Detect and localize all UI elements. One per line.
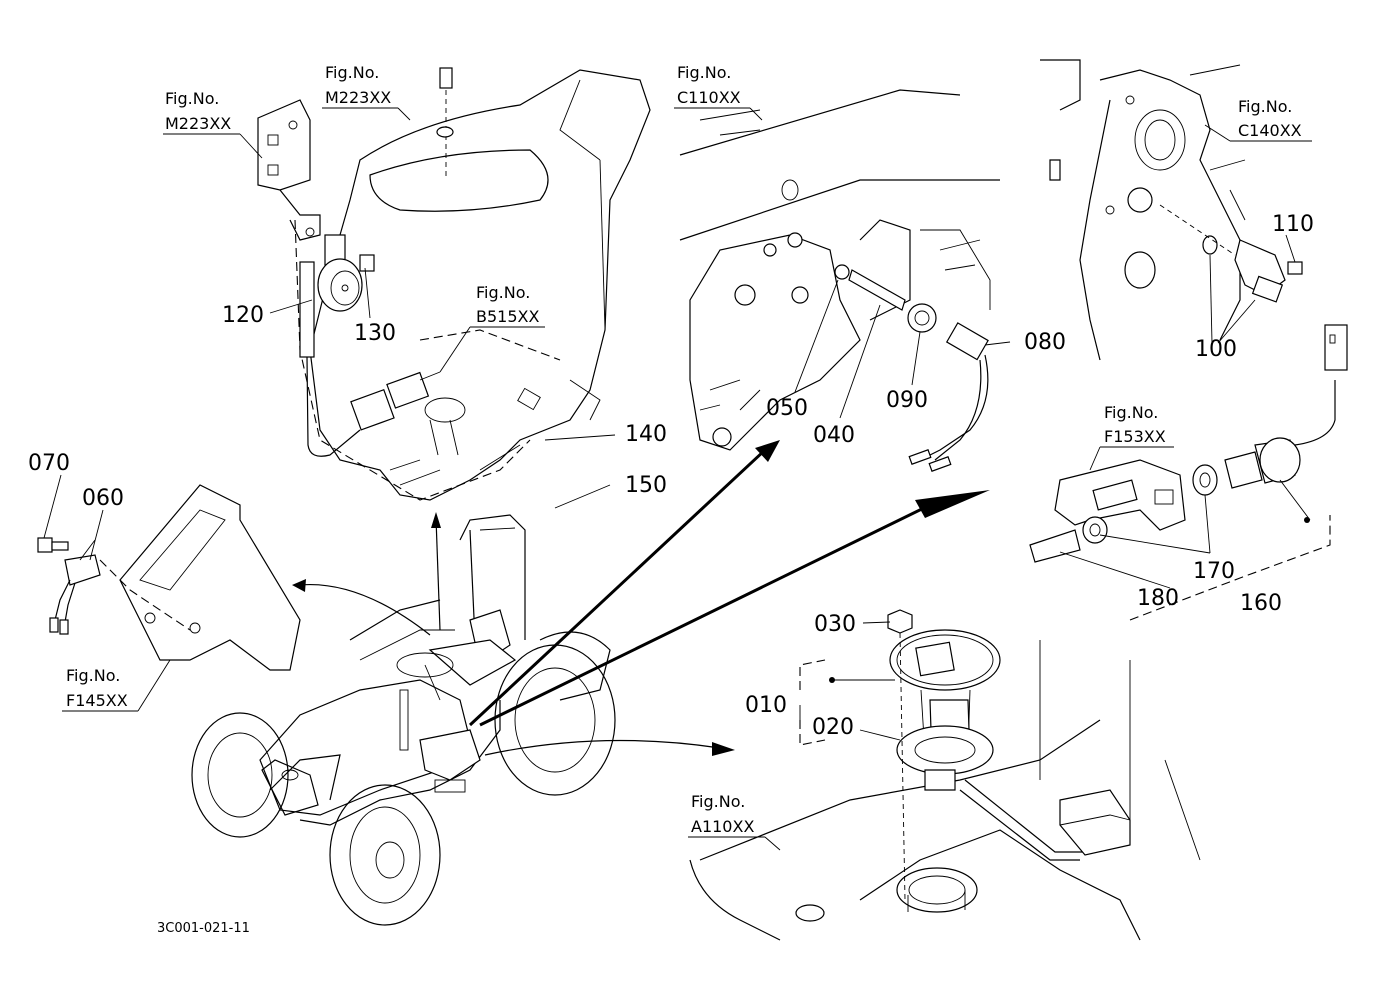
svg-text:F153XX: F153XX [1104, 427, 1166, 446]
svg-text:M223XX: M223XX [325, 88, 391, 107]
part-number-160: 160 [1240, 591, 1282, 616]
fig-ref-c140xx: Fig.No. C140XX [1204, 97, 1312, 142]
part-number-100: 100 [1195, 337, 1237, 362]
mounting-bracket-illustration [257, 99, 321, 241]
fig-ref-m223xx-left: Fig.No. M223XX [163, 89, 263, 159]
part-number-040: 040 [813, 423, 855, 448]
svg-text:C110XX: C110XX [677, 88, 741, 107]
svg-text:Fig.No.: Fig.No. [1238, 97, 1292, 116]
fig-ref-m223xx-top: Fig.No. M223XX [322, 63, 411, 121]
svg-text:F145XX: F145XX [66, 691, 128, 710]
part-number-140: 140 [625, 422, 667, 447]
stop-solenoid-illustration [1029, 324, 1348, 563]
oil-pressure-switch-illustration [834, 264, 989, 472]
fig-ref-b515xx: Fig.No. B515XX [439, 283, 545, 373]
part-number-060: 060 [82, 486, 124, 511]
fuel-sender-120-illustration [299, 234, 441, 457]
seat-switch-illustration [37, 484, 301, 671]
part-number-050: 050 [766, 396, 808, 421]
engine-block-illustration [679, 89, 1000, 451]
fig-ref-a110xx: Fig.No. A110XX [688, 792, 781, 851]
tractor-illustration [191, 514, 616, 926]
fig-ref-f153xx: Fig.No. F153XX [1089, 403, 1174, 471]
part-number-180: 180 [1137, 586, 1179, 611]
gear-case-illustration [1040, 59, 1246, 361]
part-number-labels: 120 130 140 150 050 040 090 080 110 100 … [28, 212, 1314, 740]
part-number-090: 090 [886, 388, 928, 413]
part-number-110: 110 [1272, 212, 1314, 237]
svg-text:Fig.No.: Fig.No. [691, 792, 745, 811]
part-number-170: 170 [1193, 559, 1235, 584]
fuel-pump-illustration [689, 609, 1201, 941]
svg-text:Fig.No.: Fig.No. [165, 89, 219, 108]
part-number-020: 020 [812, 715, 854, 740]
svg-text:Fig.No.: Fig.No. [1104, 403, 1158, 422]
fig-ref-f145xx: Fig.No. F145XX [62, 659, 171, 712]
part-number-150: 150 [625, 473, 667, 498]
part-number-070: 070 [28, 451, 70, 476]
drawing-code: 3C001-021-11 [157, 921, 250, 936]
part-number-010: 010 [745, 693, 787, 718]
part-number-030: 030 [814, 612, 856, 637]
figure-references: Fig.No. M223XX Fig.No. M223XX Fig.No. B5… [62, 63, 1312, 851]
svg-text:A110XX: A110XX [691, 817, 754, 836]
part-number-120: 120 [222, 303, 264, 328]
svg-text:M223XX: M223XX [165, 114, 231, 133]
leader-lines [43, 234, 1331, 746]
svg-text:Fig.No.: Fig.No. [677, 63, 731, 82]
speed-sensor-110-illustration [1159, 204, 1303, 303]
svg-text:Fig.No.: Fig.No. [325, 63, 379, 82]
svg-text:C140XX: C140XX [1238, 121, 1302, 140]
svg-text:B515XX: B515XX [476, 307, 539, 326]
svg-text:Fig.No.: Fig.No. [476, 283, 530, 302]
part-number-130: 130 [354, 321, 396, 346]
fig-ref-c110xx: Fig.No. C110XX [674, 63, 763, 121]
callout-arrows [292, 440, 990, 756]
fuel-tank-illustration [294, 67, 651, 501]
part-number-080: 080 [1024, 330, 1066, 355]
svg-text:Fig.No.: Fig.No. [66, 666, 120, 685]
